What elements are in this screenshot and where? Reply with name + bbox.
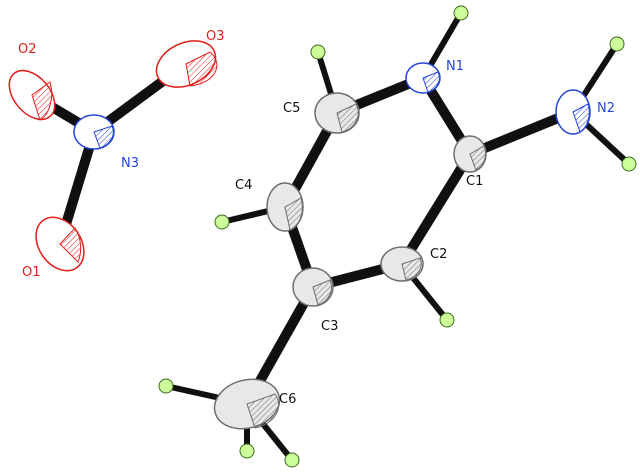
label-c6: C6 bbox=[279, 392, 296, 407]
atom-c5 bbox=[314, 92, 360, 134]
octant-c3 bbox=[312, 279, 332, 306]
label-n3: N3 bbox=[121, 156, 139, 171]
atom-o3 bbox=[155, 40, 218, 88]
label-c2: C2 bbox=[430, 247, 447, 262]
atom-o1 bbox=[35, 216, 85, 272]
atom-labels: O1 O2 O3 N3 N1 N2 C1 C2 C3 C4 C5 C6 bbox=[18, 29, 615, 407]
label-n1: N1 bbox=[446, 59, 464, 74]
octant-o1 bbox=[59, 227, 82, 263]
octant-n1 bbox=[422, 71, 440, 93]
hydrogen-h6c bbox=[284, 452, 300, 468]
bond-layer bbox=[29, 11, 632, 462]
hydrogen-h6b bbox=[239, 443, 255, 459]
label-o1: O1 bbox=[22, 265, 41, 280]
atom-c2 bbox=[380, 246, 424, 282]
octant-c5 bbox=[336, 103, 359, 133]
octant-o2 bbox=[31, 81, 53, 121]
atom-c4 bbox=[266, 182, 304, 232]
hydrogen-h2a bbox=[609, 36, 625, 52]
octant-o3 bbox=[185, 51, 218, 87]
label-c5: C5 bbox=[283, 101, 300, 116]
label-o3: O3 bbox=[206, 29, 225, 44]
octant-n3 bbox=[93, 125, 114, 149]
atom-n2 bbox=[555, 89, 591, 135]
octant-c1 bbox=[469, 145, 486, 171]
octant-n2 bbox=[572, 103, 590, 133]
octant-c6 bbox=[246, 393, 280, 429]
atom-c6 bbox=[213, 378, 281, 430]
atom-n3 bbox=[73, 114, 115, 150]
label-n2: N2 bbox=[597, 101, 615, 116]
atom-c3 bbox=[292, 267, 334, 307]
hydrogen-atoms bbox=[158, 5, 637, 468]
label-o2: O2 bbox=[18, 42, 37, 57]
hydrogen-h4 bbox=[214, 214, 230, 230]
bond-c1-n2 bbox=[468, 107, 575, 159]
label-c3: C3 bbox=[321, 319, 338, 334]
hydrogen-h2b bbox=[621, 156, 637, 172]
label-c1: C1 bbox=[466, 174, 483, 189]
atom-o2 bbox=[8, 69, 56, 121]
hydrogen-h1 bbox=[453, 5, 469, 21]
hydrogen-h2 bbox=[439, 312, 455, 328]
atom-n1 bbox=[405, 62, 441, 94]
bond-c1-c2 bbox=[397, 151, 475, 267]
atom-c1 bbox=[453, 135, 487, 173]
octant-c2 bbox=[401, 257, 422, 281]
octant-c4 bbox=[284, 197, 303, 231]
hydrogen-h5 bbox=[310, 44, 326, 60]
hydrogen-h6a bbox=[158, 378, 174, 394]
label-c4: C4 bbox=[235, 178, 252, 193]
